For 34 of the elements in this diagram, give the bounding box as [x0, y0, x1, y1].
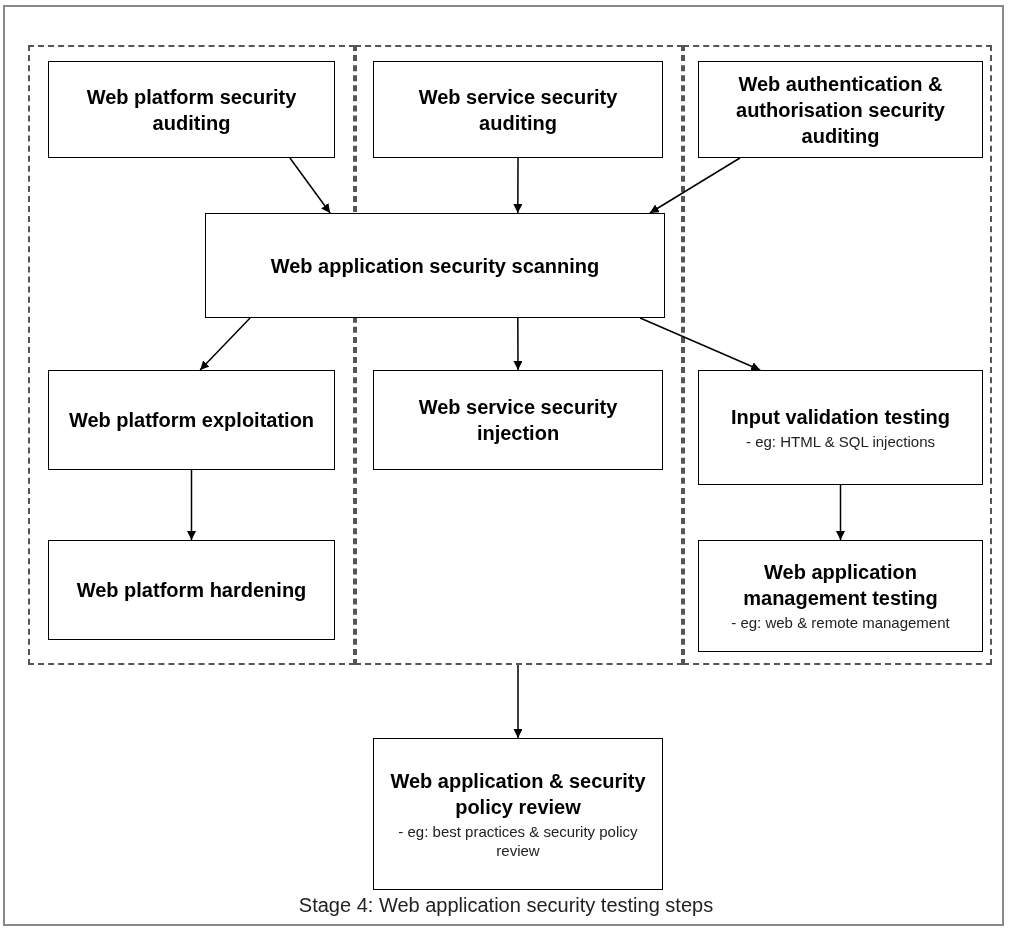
step-title: Web service security injection: [417, 395, 619, 446]
process-box: [48, 540, 335, 640]
process-box: [373, 370, 663, 470]
arrow: [513, 317, 523, 371]
step-title: Web service security auditing: [417, 84, 619, 136]
step-note: - eg: web & remote management: [731, 613, 950, 633]
step-title: Web authentication & authorisation security auditing: [735, 71, 946, 149]
step-note: - eg: HTML & SQL injections: [746, 431, 935, 452]
process-box: [205, 213, 665, 318]
process-box: [48, 61, 335, 158]
step-title: Input validation testing: [731, 404, 950, 430]
arrow: [187, 469, 196, 541]
step-note: - eg: best practices & security policy review: [397, 821, 639, 861]
dashed-group-box: [683, 45, 992, 665]
arrow: [199, 317, 251, 371]
arrow: [513, 157, 523, 214]
process-box: [373, 61, 663, 158]
step-title: Web application & security policy review: [389, 768, 647, 820]
step-title: Web application security scanning: [270, 253, 600, 279]
process-box: [698, 370, 983, 485]
caption: Stage 4: Web application security testing steps: [298, 894, 714, 916]
arrow: [513, 664, 523, 739]
step-title: Web platform hardening: [76, 578, 307, 603]
arrow: [649, 157, 741, 214]
arrow: [639, 317, 761, 371]
step-title: Web platform security auditing: [85, 84, 298, 136]
step-title: Web platform exploitation: [68, 408, 315, 433]
process-box: [373, 738, 663, 890]
step-title: Web application management testing: [742, 560, 939, 612]
process-box: [698, 540, 983, 652]
arrow: [836, 484, 845, 541]
process-box: [698, 61, 983, 158]
process-box: [48, 370, 335, 470]
arrow: [289, 157, 331, 214]
